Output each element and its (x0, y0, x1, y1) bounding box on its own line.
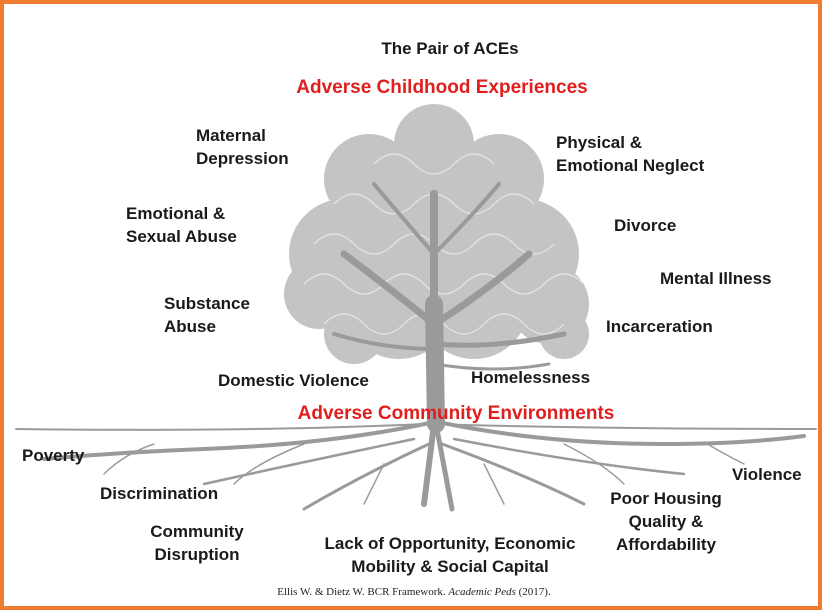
label-poor-housing: Poor Housing Quality & Affordability (610, 487, 721, 556)
citation-prefix: Ellis W. & Dietz W. BCR Framework. (277, 586, 449, 598)
label-physical-emotional-neglect: Physical & Emotional Neglect (556, 131, 704, 177)
label-line: Lack of Opportunity, Economic (324, 534, 576, 553)
label-incarceration: Incarceration (606, 317, 713, 336)
label-line: Poor Housing (610, 489, 722, 508)
label-emotional-sexual-abuse: Emotional & Sexual Abuse (126, 202, 237, 248)
heading-community-environments: Adverse Community Environments (297, 403, 615, 424)
citation-journal: Academic Peds (448, 586, 516, 598)
label-community-disruption: Community Disruption (150, 520, 244, 566)
tree-trunk (332, 182, 567, 433)
label-line: Sexual Abuse (126, 227, 237, 246)
label-maternal-depression: Maternal Depression (196, 124, 289, 170)
tree-illustration (15, 104, 817, 512)
label-discrimination: Discrimination (100, 484, 219, 503)
label-line: Mobility & Social Capital (351, 557, 549, 576)
tree-roots (15, 420, 817, 512)
label-line: Affordability (615, 535, 717, 554)
label-domestic-violence: Domestic Violence (218, 371, 369, 390)
label-line: Community (150, 522, 244, 541)
citation: Ellis W. & Dietz W. BCR Framework. Acade… (277, 586, 550, 598)
label-poverty: Poverty (22, 446, 85, 465)
label-line: Emotional Neglect (556, 156, 705, 175)
label-homelessness: Homelessness (471, 368, 591, 387)
label-substance-abuse: Substance Abuse (164, 292, 250, 338)
label-line: Emotional & (126, 204, 226, 223)
citation-suffix: (2017). (515, 586, 551, 598)
label-divorce: Divorce (614, 216, 677, 235)
label-line: Substance (164, 294, 250, 313)
label-line: Quality & (628, 512, 704, 531)
label-lack-of-opportunity: Lack of Opportunity, Economic Mobility &… (325, 532, 576, 578)
label-line: Abuse (164, 317, 216, 336)
label-mental-illness: Mental Illness (660, 269, 772, 288)
label-line: Depression (196, 149, 289, 168)
label-line: Physical & (556, 133, 642, 152)
diagram-title: The Pair of ACEs (381, 39, 519, 58)
label-violence: Violence (732, 465, 802, 484)
heading-childhood-experiences: Adverse Childhood Experiences (296, 77, 588, 98)
label-line: Disruption (154, 545, 240, 564)
label-line: Maternal (196, 126, 266, 145)
